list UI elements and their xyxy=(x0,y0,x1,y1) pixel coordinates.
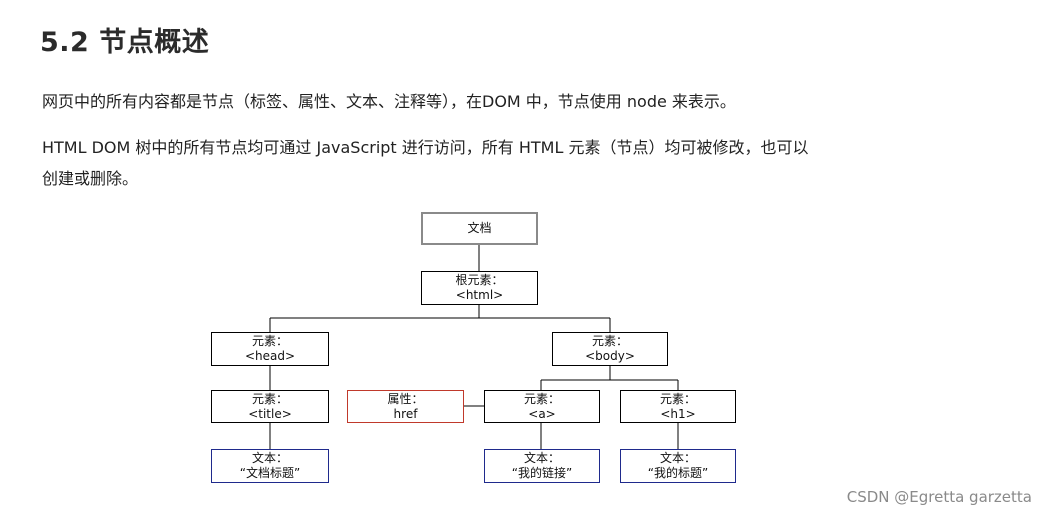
node-attribute-href: 属性： href xyxy=(347,390,464,423)
watermark: CSDN @Egretta garzetta xyxy=(846,488,1032,506)
node-body: 元素： <body> xyxy=(552,332,668,366)
node-title-line2: <title> xyxy=(248,406,292,421)
node-text-a: 文本： “我的链接” xyxy=(484,449,600,483)
node-text-h1-line2: “我的标题” xyxy=(647,466,709,480)
node-text-title-line2: “文档标题” xyxy=(239,466,301,480)
node-root-line1: 根元素： xyxy=(455,273,504,287)
node-document-label: 文档 xyxy=(467,221,492,235)
node-head-line1: 元素： xyxy=(251,334,288,348)
node-text-a-line2: “我的链接” xyxy=(511,466,573,480)
node-text-title: 文本： “文档标题” xyxy=(211,449,329,483)
node-head-line2: <head> xyxy=(244,349,296,363)
page-title: 5.2 节点概述 xyxy=(40,27,210,58)
node-body-line2: <body> xyxy=(585,349,635,363)
node-text-a-line1: 文本： xyxy=(523,451,560,465)
node-root-line2: <html> xyxy=(455,288,504,302)
node-h1: 元素： <h1> xyxy=(620,390,736,423)
intro-paragraph: 网页中的所有内容都是节点（标签、属性、文本、注释等），在DOM 中，节点使用 n… xyxy=(42,92,736,111)
node-h1-line1: 元素： xyxy=(659,391,696,406)
node-title-line1: 元素： xyxy=(251,391,288,406)
node-attr-line2: href xyxy=(393,406,418,421)
node-text-h1: 文本： “我的标题” xyxy=(620,449,736,483)
description-line-2: 创建或删除。 xyxy=(42,169,139,188)
node-head: 元素： <head> xyxy=(211,332,329,366)
node-text-title-line1: 文本： xyxy=(251,451,288,465)
description-paragraph: HTML DOM 树中的所有节点均可通过 JavaScript 进行访问，所有 … xyxy=(42,132,809,194)
node-body-line1: 元素： xyxy=(591,334,628,348)
node-text-h1-line1: 文本： xyxy=(659,451,696,465)
node-document: 文档 xyxy=(421,212,538,245)
node-h1-line2: <h1> xyxy=(660,406,696,421)
node-a: 元素： <a> xyxy=(484,390,600,423)
node-attr-line1: 属性： xyxy=(387,391,424,406)
description-line-1: HTML DOM 树中的所有节点均可通过 JavaScript 进行访问，所有 … xyxy=(42,138,809,157)
node-root-html: 根元素： <html> xyxy=(421,271,538,305)
node-a-line2: <a> xyxy=(528,406,556,421)
node-a-line1: 元素： xyxy=(523,391,560,406)
node-title: 元素： <title> xyxy=(211,390,329,423)
